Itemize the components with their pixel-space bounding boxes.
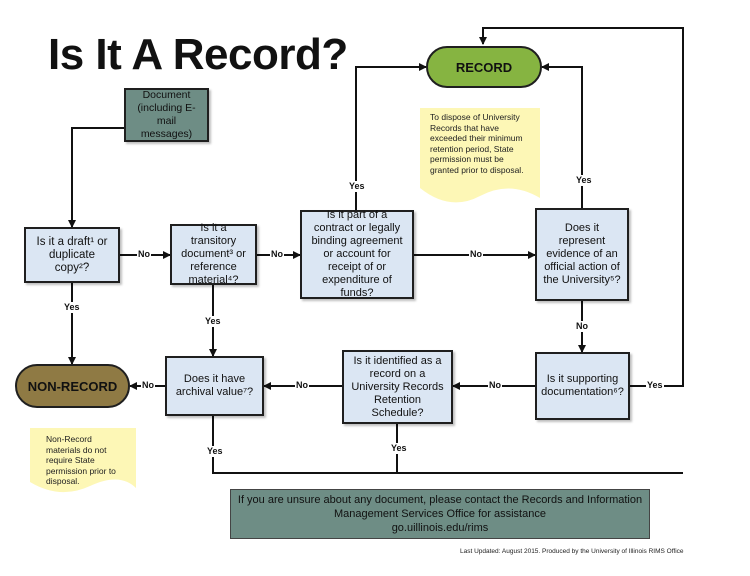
node-record-terminal: RECORD [426,46,542,88]
edge-label-no: No [141,380,155,391]
node-document-label: Document (including E-mail messages) [137,89,196,140]
node-supporting-question: Is it supporting documentation⁶? [535,352,630,420]
nonrecord-note-wave [30,428,136,493]
node-archival-label: Does it have archival value⁷? [175,373,254,398]
edge-official-to-record [541,63,583,208]
node-transitory-question: Is it a transitory document³ or referenc… [170,222,257,286]
edge-label-no: No [137,249,151,260]
node-contract-question: Is it part of a contract or legally bind… [300,209,414,299]
node-archival-question: Does it have archival value⁷? [165,356,264,416]
node-record-label: RECORD [455,59,513,75]
edge-label-yes: Yes [348,181,366,192]
node-document: Document (including E-mail messages) [124,88,209,142]
edge-label-yes: Yes [204,316,222,327]
record-note-wave [420,108,540,203]
edge-label-no: No [488,380,502,391]
node-nonrecord-terminal: NON-RECORD [15,364,130,408]
edge-label-yes: Yes [63,302,81,313]
banner-line-2: Management Services Office for assistanc… [334,508,546,520]
banner-link-text: go.uillinois.edu/rims [391,522,489,534]
record-disposal-note: To dispose of University Records that ha… [420,108,540,179]
edge-supporting-to-record [479,27,684,387]
edge-label-no: No [270,249,284,260]
edge-label-yes: Yes [646,380,664,391]
node-transitory-label: Is it a transitory document³ or referenc… [181,222,246,286]
contact-banner: If you are unsure about any document, pl… [230,489,650,539]
node-official-label: Does it represent evidence of an officia… [543,222,621,286]
node-official-action-question: Does it represent evidence of an officia… [535,208,629,301]
banner-line-1: If you are unsure about any document, pl… [237,494,643,506]
node-schedule-question: Is it identified as a record on a Univer… [342,350,453,424]
footer-credit: Last Updated: August 2015. Produced by t… [460,548,684,555]
node-nonrecord-label: NON-RECORD [27,378,118,394]
edge-label-yes: Yes [390,443,408,454]
node-draft-label: Is it a draft¹ or duplicate copy²? [36,235,108,274]
edge-label-yes: Yes [575,175,593,186]
node-draft-question: Is it a draft¹ or duplicate copy²? [24,227,120,283]
nonrecord-note-text: Non-Record materials do not require Stat… [46,434,116,486]
record-note-text: To dispose of University Records that ha… [430,112,524,175]
edge-contract-to-record [355,63,427,210]
edge-label-yes: Yes [206,446,224,457]
edge-label-no: No [575,321,589,332]
edge-label-no: No [295,380,309,391]
edge-archival-yes-bottom [212,416,683,474]
page-title: Is It A Record? [48,30,348,79]
nonrecord-disposal-note: Non-Record materials do not require Stat… [30,430,136,491]
edge-label-no: No [469,249,483,260]
node-contract-label: Is it part of a contract or legally bind… [311,209,403,299]
edge-document-to-draft [68,127,124,228]
node-supporting-label: Is it supporting documentation⁶? [541,373,624,398]
node-schedule-label: Is it identified as a record on a Univer… [351,354,444,419]
